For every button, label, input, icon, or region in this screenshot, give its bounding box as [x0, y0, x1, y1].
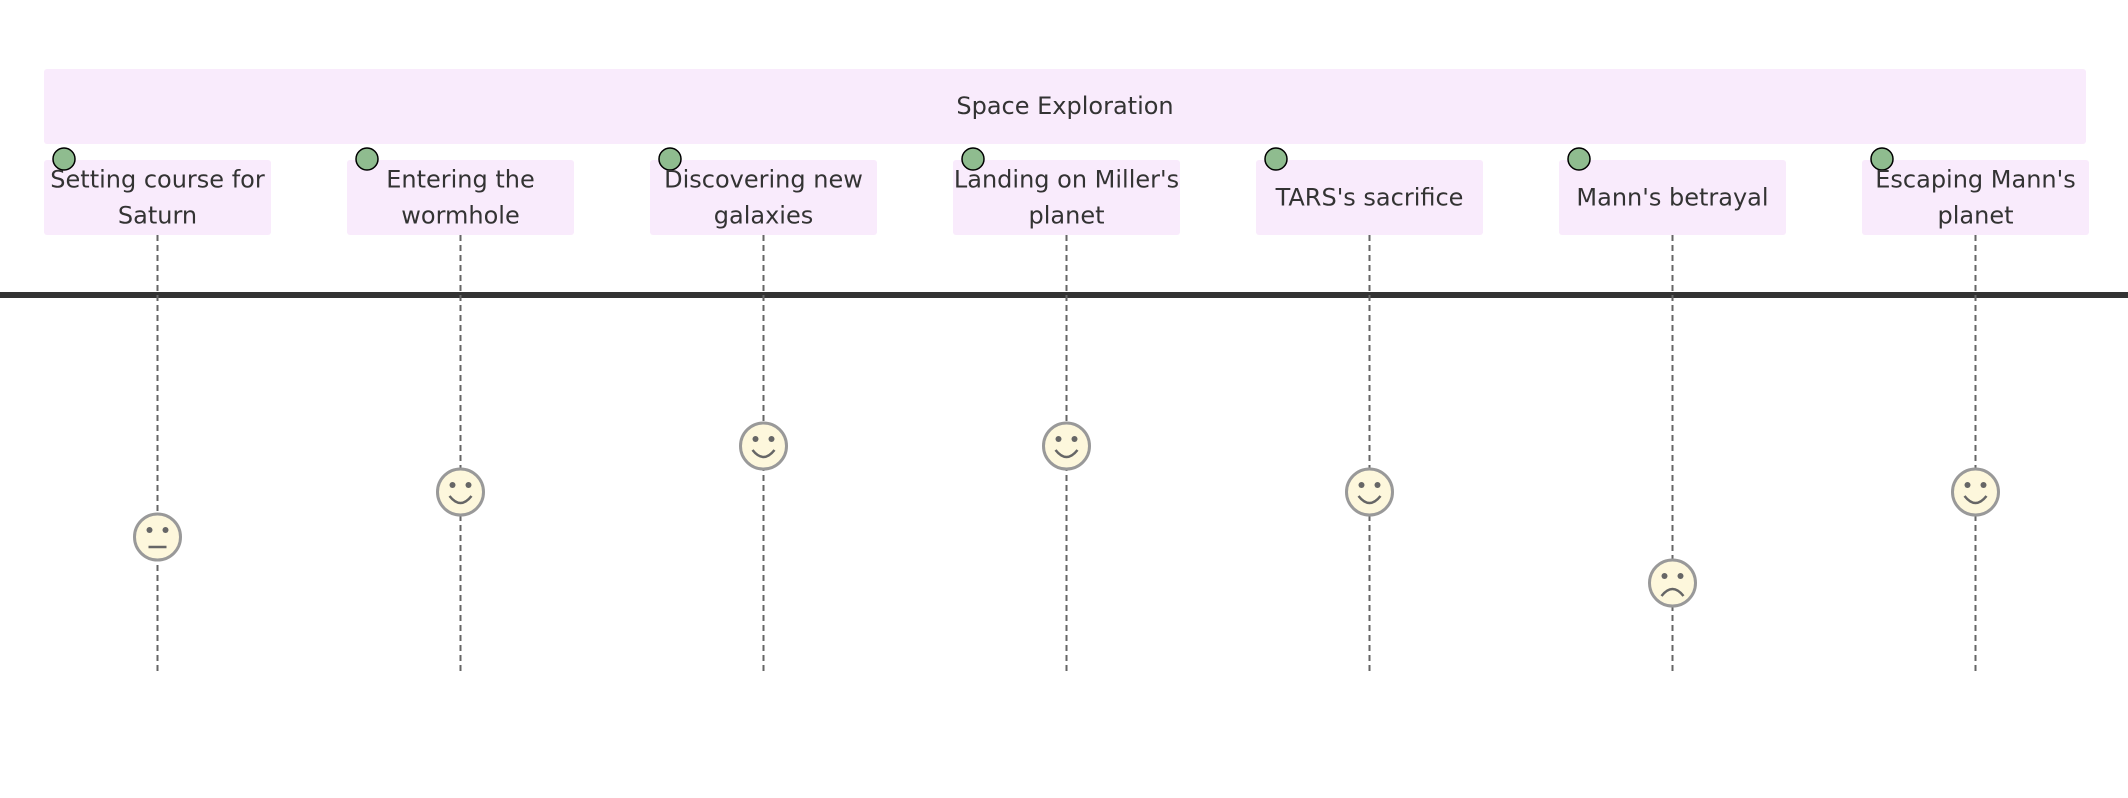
smile-face-icon	[1345, 467, 1394, 517]
task-label: planet	[1029, 202, 1105, 230]
face-circle	[739, 421, 788, 471]
task-label: planet	[1938, 202, 2014, 230]
actor-dot-icon	[1567, 147, 1591, 171]
actor-dot-icon	[1264, 147, 1288, 171]
task-label: Setting course for	[50, 166, 265, 194]
face-eye	[465, 482, 472, 488]
face-eye	[449, 482, 456, 488]
face-eye	[752, 436, 759, 442]
face-eye	[1677, 573, 1684, 579]
task-box	[953, 160, 1180, 235]
actor-dot-icon	[355, 147, 379, 171]
smile-face-icon	[739, 421, 788, 471]
task-label: TARS's sacrifice	[1275, 184, 1464, 212]
frown-face-icon	[1648, 558, 1697, 608]
face-eye	[1071, 436, 1078, 442]
task-label: Entering the	[386, 166, 535, 194]
face-eye	[1661, 573, 1668, 579]
section-layer: Space Exploration	[44, 69, 2086, 144]
task-label: Escaping Mann's	[1875, 166, 2075, 194]
face-mouth	[1963, 495, 1988, 505]
face-mouth	[1054, 449, 1079, 459]
task-box	[1559, 160, 1786, 235]
actor-dot-icon	[52, 147, 76, 171]
face-eye	[1980, 482, 1987, 488]
task-label: Mann's betrayal	[1576, 184, 1768, 212]
face-eye	[768, 436, 775, 442]
face-mouth	[1660, 587, 1685, 597]
task-box	[650, 160, 877, 235]
journey-task: TARS's sacrifice	[1256, 147, 1483, 672]
face-eye	[1358, 482, 1365, 488]
face-circle	[436, 467, 485, 517]
task-box	[1862, 160, 2089, 235]
smile-face-icon	[436, 467, 485, 517]
face-circle	[133, 512, 182, 562]
actor-dot-icon	[961, 147, 985, 171]
journey-task: Landing on Miller's planet	[953, 147, 1180, 672]
journey-task: Entering the wormhole	[347, 147, 574, 672]
task-label: wormhole	[401, 202, 519, 230]
task-label: Saturn	[118, 202, 197, 230]
journey-task: Discovering new galaxies	[650, 147, 877, 672]
face-eye	[1964, 482, 1971, 488]
face-eye	[162, 527, 169, 533]
face-mouth	[751, 449, 776, 459]
face-eye	[1374, 482, 1381, 488]
face-eye	[1055, 436, 1062, 442]
face-circle	[1648, 558, 1697, 608]
task-label: Discovering new	[664, 166, 863, 194]
task-box	[44, 160, 271, 235]
task-box	[1256, 160, 1483, 235]
face-circle	[1951, 467, 2000, 517]
actor-dot-icon	[1870, 147, 1894, 171]
journey-task: Escaping Mann's planet	[1862, 147, 2089, 672]
journey-task: Mann's betrayal	[1559, 147, 1786, 672]
neutral-face-icon	[133, 512, 182, 562]
face-circle	[1345, 467, 1394, 517]
task-box	[347, 160, 574, 235]
face-mouth	[448, 495, 473, 505]
face-circle	[1042, 421, 1091, 471]
section-title: Space Exploration	[956, 92, 1173, 120]
face-eye	[146, 527, 153, 533]
smile-face-icon	[1951, 467, 2000, 517]
task-label: Landing on Miller's	[954, 166, 1179, 194]
face-mouth	[1357, 495, 1382, 505]
smile-face-icon	[1042, 421, 1091, 471]
actor-dot-icon	[658, 147, 682, 171]
section-box	[44, 69, 2086, 144]
task-label: galaxies	[714, 202, 813, 230]
